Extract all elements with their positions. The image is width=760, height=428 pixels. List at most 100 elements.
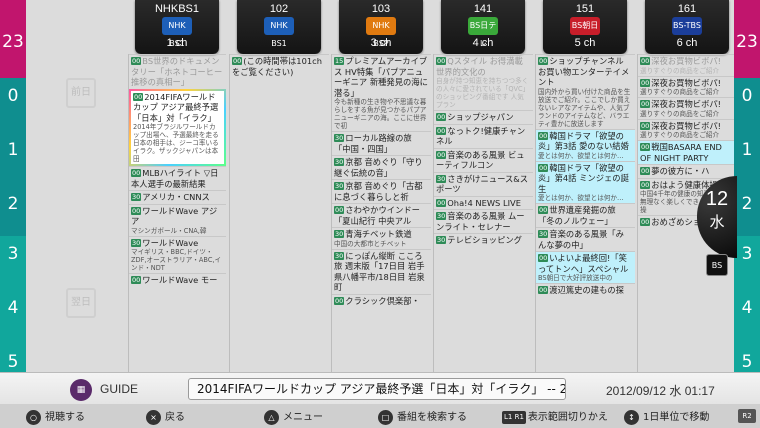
channel-number: 161 [677, 3, 697, 15]
control-hint[interactable]: ×戻る [146, 408, 185, 425]
control-hint[interactable]: ○視聴する [26, 408, 85, 425]
program-start-minute: 00 [538, 57, 549, 65]
control-hint-label: メニュー [283, 412, 323, 423]
program-title: ワールドWave アジア [131, 205, 218, 227]
program-description: 国内外から買い付けた商品を生放送でご紹介。ここでしか買えないレアなアイテムや、人… [538, 87, 631, 128]
control-hint[interactable]: □番組を検索する [378, 408, 467, 425]
program-title: 音楽のある風景 ビューティフルコン [436, 149, 525, 171]
program-start-minute: 00 [640, 180, 651, 189]
channel-subnumber: 6 ch [676, 37, 698, 49]
control-hint[interactable]: △メニュー [264, 408, 323, 425]
program-start-minute: 30 [436, 212, 447, 220]
program-start-minute: 00 [232, 57, 243, 65]
program-title: テレビショッピング [447, 235, 522, 245]
previous-day-arrow[interactable]: 前日 [52, 70, 102, 122]
program-title: 深夜お買物ビボパ! [651, 120, 721, 131]
channel-subnumber: 3 ch [370, 37, 392, 49]
program-start-minute: 00 [334, 206, 345, 214]
program-title: Oha!4 NEWS LIVE [447, 197, 521, 208]
control-hint[interactable]: ↕1日単位で移動 [624, 408, 709, 425]
program-title: にっぽん縦断 こころ旅 週末版「17日目 岩手県八幡平市/18日目 岩泉町 [334, 250, 425, 293]
program-cell[interactable]: 00(この時間帯は101chをご覧ください) [230, 54, 329, 78]
program-start-minute: 30 [131, 193, 142, 201]
selected-program-title: 2014FIFAワールドカップ アジア最終予選「日本」対「イラク」 -- 2 [188, 378, 566, 400]
next-day-arrow[interactable]: 翌日 [52, 280, 102, 332]
program-title: プレミアムアーカイブス HV特集「パプアニューギニア 新種発見の海に潜る」 [334, 56, 428, 98]
program-start-minute: 00 [436, 113, 447, 121]
program-title: (この時間帯は101chをご覧ください) [232, 56, 322, 77]
program-title: 2014FIFAワールドカップ アジア最終予選「日本」対「イラク」 [133, 91, 219, 123]
program-start-minute: 00 [131, 206, 142, 215]
program-description: 中国の大都市とチベット [334, 239, 407, 248]
program-title: ローカル路線の旅「中国・四国」 [334, 133, 412, 154]
bs-network-badge: BS [706, 254, 728, 276]
r2-button[interactable]: R2 [738, 409, 756, 423]
program-title: 戦国BASARA END OF NIGHT PARTY [640, 142, 722, 163]
control-hint-label: 視聴する [45, 412, 85, 423]
program-title: 渡辺篤史の建もの探 [549, 285, 624, 295]
program-title: 深夜お買物ビボパ! [651, 99, 721, 109]
hour-label: 4 [741, 298, 753, 318]
program-description: BS朝日で大好評放送中の [538, 274, 613, 282]
program-title: おはよう健康体操 [651, 179, 718, 190]
program-description: 愛とは何か、欲望とは何か… [538, 194, 624, 202]
program-start-minute: 00 [640, 57, 651, 65]
program-description: 自身が持つ知恵を持ちつつ多くの人々に愛されている「QVC」のショッピング番組です… [436, 77, 530, 109]
program-description: 選りすぐりの商品をご紹介 [640, 131, 720, 139]
hour-cell: 3 [0, 236, 26, 290]
program-start-minute: 15 [334, 57, 345, 65]
program-start-minute: 00 [640, 143, 651, 151]
control-hint-label: 表示範囲切りかえ [527, 412, 608, 423]
hour-cell: 1 [0, 132, 26, 186]
